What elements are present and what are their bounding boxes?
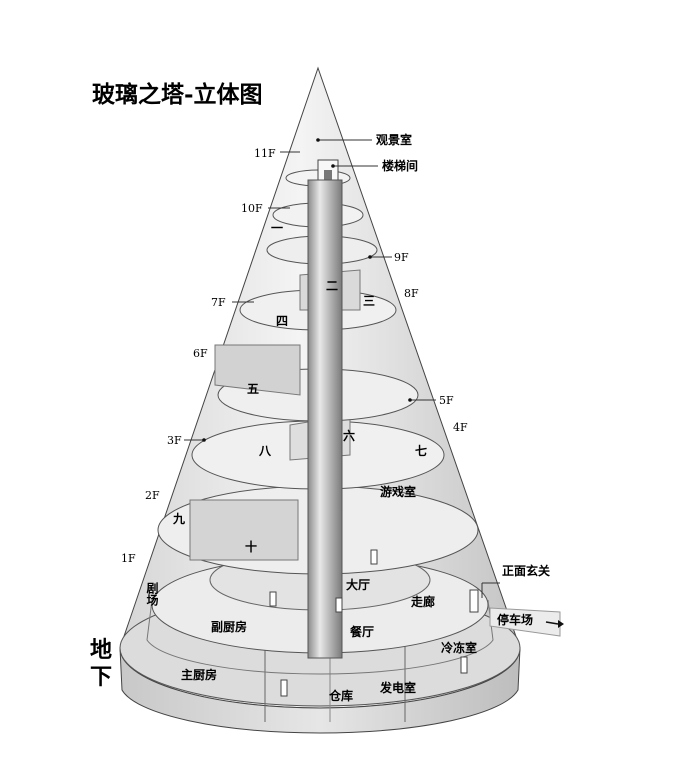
room-corridor: 走廊	[411, 594, 435, 609]
room-1: 一	[271, 221, 283, 235]
room-3: 三	[363, 294, 375, 308]
basement-label-1: 地	[90, 637, 112, 663]
floor-label-2f: 2F	[145, 489, 160, 502]
room-5: 五	[247, 382, 259, 396]
floor-label-4f: 4F	[453, 421, 468, 434]
floor-label-6f: 6F	[193, 347, 208, 360]
room-stairwell: 楼梯间	[382, 158, 418, 173]
room-dining: 餐厅	[350, 624, 374, 639]
room-theater-1: 剧场	[145, 581, 159, 607]
room-generator: 发电室	[379, 680, 416, 695]
central-core	[307, 179, 343, 659]
page-title: 玻璃之塔-立体图	[92, 81, 263, 108]
room-10: 十	[245, 539, 257, 554]
room-entrance: 正面玄关	[502, 563, 550, 578]
room-7: 七	[415, 444, 427, 458]
room-sub-kitchen: 副厨房	[211, 619, 247, 634]
room-main-kitchen: 主厨房	[181, 667, 217, 682]
floor-label-1f: 1F	[121, 552, 136, 565]
room-parking: 停车场	[497, 612, 533, 627]
room-observation: 观景室	[376, 132, 412, 147]
room-game: 游戏室	[380, 484, 416, 499]
floor-label-8f: 8F	[404, 287, 419, 300]
room-9: 九	[172, 511, 185, 526]
parking-band	[489, 607, 561, 637]
room-storage: 仓库	[328, 688, 353, 703]
floor-label-10f: 10F	[241, 202, 263, 215]
floor-label-3f: 3F	[167, 434, 182, 447]
room-8: 八	[258, 444, 272, 458]
room-4: 四	[276, 314, 288, 328]
floor-label-11f: 11F	[254, 147, 276, 160]
room-6: 六	[343, 428, 355, 443]
floor-label-5f: 5F	[439, 394, 454, 407]
basement-label-2: 下	[90, 664, 112, 690]
floor-label-7f: 7F	[211, 296, 226, 309]
room-freezer: 冷冻室	[441, 640, 477, 655]
room-2: 二	[326, 279, 338, 293]
room-hall: 大厅	[346, 577, 370, 592]
floor-label-9f: 9F	[394, 251, 409, 264]
